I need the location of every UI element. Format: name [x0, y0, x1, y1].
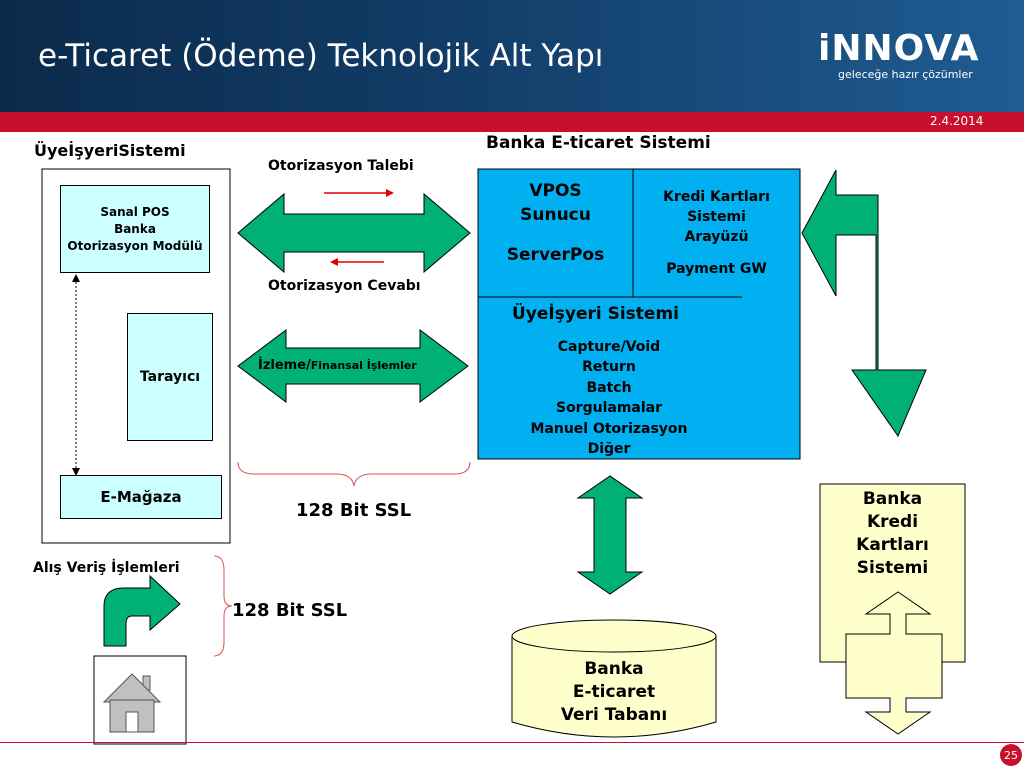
vpos-server-cell: VPOS Sunucu ServerPos	[478, 179, 633, 279]
db-line-3: Veri Tabanı	[560, 705, 668, 725]
auth-response-label: Otorizasyon Cevabı	[268, 278, 421, 294]
red-bar	[0, 112, 1024, 132]
merchant-system-title: ÜyeİşyeriSistemi	[34, 141, 186, 160]
virtual-pos-module: Sanal POS Banka Otorizasyon Modülü	[60, 185, 210, 273]
shopping-label: Alış Veriş İşlemleri	[33, 560, 180, 576]
credit-line-3: Arayüzü	[684, 229, 749, 245]
innova-logo: iNNOVA	[818, 28, 980, 69]
operation-item: Capture/Void	[557, 339, 661, 355]
module-line-3: Otorizasyon Modülü	[67, 238, 203, 253]
header-banner	[0, 0, 1024, 112]
module-line-1: Sanal POS	[100, 204, 170, 219]
db-line-2: E-ticaret	[572, 682, 656, 702]
footer-line	[0, 742, 1024, 743]
e-store-box: E-Mağaza	[60, 475, 222, 519]
e-store-label: E-Mağaza	[100, 488, 182, 506]
dotted-arrow-head-up	[72, 274, 80, 282]
credit-card-interface-cell: Kredi Kartları Sistemi Arayüzü Payment G…	[633, 187, 800, 295]
logo-tagline: geleceğe hazır çözümler	[838, 68, 973, 81]
auth-request-label: Otorizasyon Talebi	[268, 158, 414, 174]
card-line-1: Banka	[862, 489, 923, 509]
vpos-line-4: ServerPos	[506, 245, 605, 265]
operation-item: Return	[582, 359, 636, 376]
bank-to-card-arrow	[801, 169, 927, 438]
monitoring-double-arrow	[237, 329, 469, 403]
database-label: Banka E-ticaret Veri Tabanı	[512, 658, 716, 727]
database-top	[511, 619, 717, 653]
monitoring-suffix: Finansal İşlemler	[310, 359, 417, 372]
card-line-3: Kartları	[856, 535, 929, 555]
operation-item: Manuel Otorizasyon	[530, 420, 688, 437]
vpos-line-1: VPOS	[529, 181, 582, 201]
page-number-badge: 25	[1000, 744, 1022, 766]
card-line-4: Sistemi	[856, 558, 929, 578]
module-line-2: Banka	[114, 221, 156, 236]
operation-item: Sorgulamalar	[555, 400, 663, 417]
date-label: 2.4.2014	[930, 114, 984, 128]
shopping-curved-arrow	[103, 574, 181, 647]
auth-double-arrow	[237, 192, 471, 274]
vpos-line-2: Sunucu	[520, 205, 591, 225]
ssl-top-brace	[237, 461, 471, 487]
response-red-head	[330, 258, 338, 266]
credit-line-2: Sistemi	[687, 209, 746, 225]
browser-label: Tarayıcı	[139, 369, 201, 385]
operation-item: Diğer	[587, 441, 631, 458]
monitoring-label: İzleme/Finansal İşlemler	[258, 358, 417, 373]
browser-box: Tarayıcı	[127, 313, 213, 441]
ssl-bottom-brace	[213, 555, 233, 657]
bank-system-box	[477, 168, 801, 460]
monitoring-prefix: İzleme/	[258, 358, 311, 373]
ssl-top-label: 128 Bit SSL	[296, 500, 412, 521]
bank-system-title: Banka E-ticaret Sistemi	[486, 133, 711, 153]
credit-line-1: Kredi Kartları	[663, 189, 770, 205]
database-body	[511, 636, 717, 738]
request-red-head	[386, 189, 394, 197]
card-line-2: Kredi	[866, 512, 919, 532]
operations-list: Capture/Void Return Batch Sorgulamalar M…	[478, 337, 740, 459]
house-icon	[102, 673, 162, 733]
bank-merchant-system-title: Üyeİşyeri Sistemi	[512, 304, 679, 324]
card-system-double-arrow	[845, 591, 943, 735]
dotted-arrow-head-down	[72, 468, 80, 476]
card-system-label: Banka Kredi Kartları Sistemi	[820, 488, 965, 580]
db-line-1: Banka	[584, 659, 644, 679]
credit-line-5: Payment GW	[666, 261, 767, 277]
ssl-bottom-label: 128 Bit SSL	[232, 600, 348, 621]
bank-db-double-arrow	[576, 475, 644, 595]
operation-item: Batch	[586, 379, 632, 396]
page-title: e-Ticaret (Ödeme) Teknolojik Alt Yapı	[38, 38, 604, 74]
